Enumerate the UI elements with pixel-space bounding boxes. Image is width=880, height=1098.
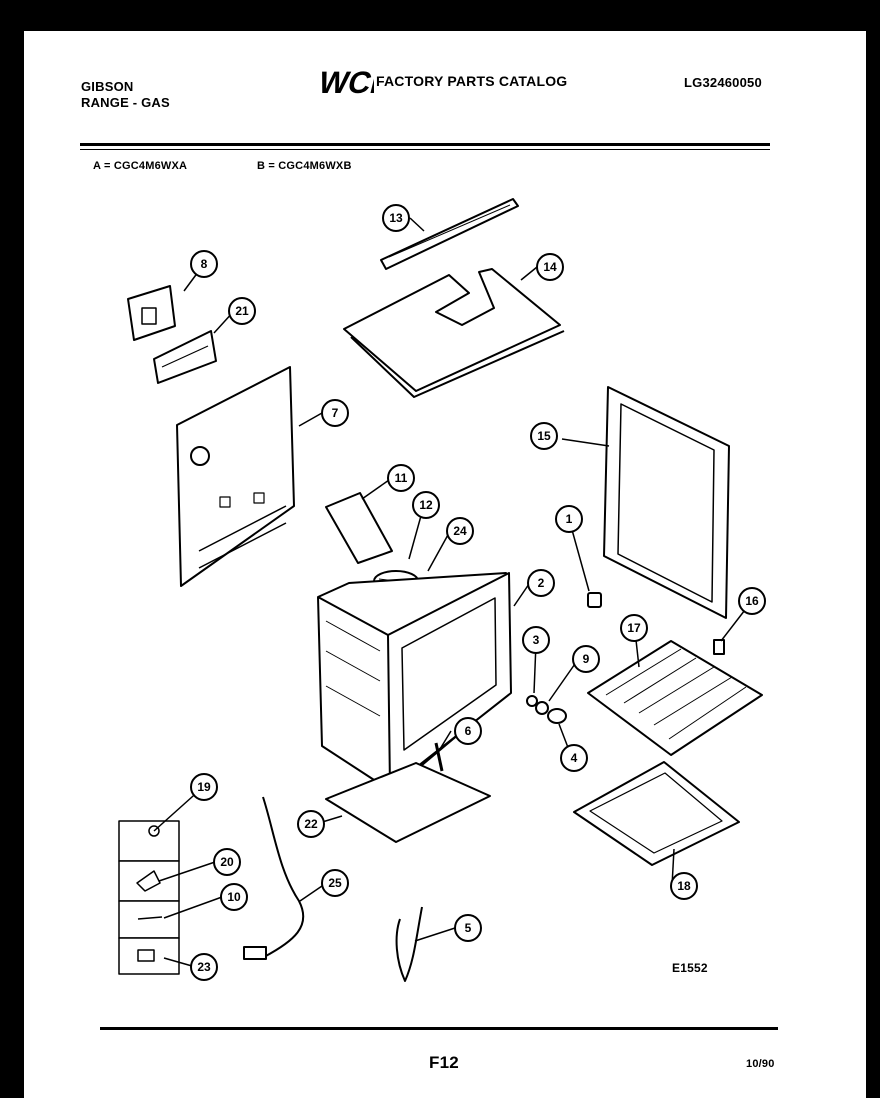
callout-2: 2 — [527, 569, 555, 597]
svg-text:10: 10 — [227, 890, 241, 904]
svg-text:20: 20 — [220, 855, 234, 869]
callout-21: 21 — [228, 297, 256, 325]
callout-4: 4 — [560, 744, 588, 772]
callout-16: 16 — [738, 587, 766, 615]
brand-block: GIBSON RANGE - GAS — [81, 79, 170, 111]
svg-text:13: 13 — [389, 211, 403, 225]
revision-date: 10/90 — [746, 1058, 775, 1070]
hardware-kit-boxes — [118, 820, 180, 975]
part-oven-rack — [587, 640, 763, 756]
callout-24: 24 — [446, 517, 474, 545]
svg-text:19: 19 — [197, 780, 211, 794]
page-number: F12 — [429, 1053, 459, 1072]
callout-12: 12 — [412, 491, 440, 519]
callout-8: 8 — [190, 250, 218, 278]
exploded-parts-diagram: 13 14 8 21 7 15 — [118, 198, 766, 982]
svg-text:17: 17 — [627, 621, 641, 635]
brand-name: GIBSON — [81, 79, 134, 94]
svg-text:24: 24 — [453, 524, 467, 538]
svg-text:23: 23 — [197, 960, 211, 974]
svg-text:16: 16 — [745, 594, 759, 608]
part-cooktop-panel — [343, 268, 565, 398]
callout-labels: 13 14 8 21 7 15 — [190, 204, 766, 981]
document-id: LG32460050 — [684, 75, 762, 90]
catalog-title: FACTORY PARTS CATALOG — [376, 73, 568, 89]
part-switch — [127, 285, 176, 341]
callout-14: 14 — [536, 253, 564, 281]
svg-text:3: 3 — [533, 633, 540, 647]
part-spacer — [434, 742, 444, 772]
drawing-id: E1552 — [672, 961, 708, 975]
svg-text:11: 11 — [395, 471, 408, 485]
footer-rule — [100, 1027, 778, 1030]
model-a-label: A = CGC4M6WXA — [93, 160, 188, 172]
callout-11: 11 — [387, 464, 415, 492]
part-oven-bottom — [325, 762, 491, 843]
callout-10: 10 — [220, 883, 248, 911]
callout-3: 3 — [522, 626, 550, 654]
part-oven-body — [317, 572, 512, 792]
wci-logo-text: WCI — [315, 65, 374, 98]
callout-20: 20 — [213, 848, 241, 876]
part-switch-bracket — [153, 330, 217, 384]
svg-text:22: 22 — [304, 817, 318, 831]
parts-catalog-sheet: GIBSON RANGE - GAS WCI FACTORY PARTS CAT… — [24, 31, 866, 1098]
svg-text:5: 5 — [465, 921, 472, 935]
callout-17: 17 — [620, 614, 648, 642]
header-rule-thin — [80, 149, 770, 150]
svg-text:4: 4 — [571, 751, 578, 765]
callout-22: 22 — [297, 810, 325, 838]
part-oven-door — [603, 386, 730, 619]
callout-1: 1 — [555, 505, 583, 533]
part-valve-assembly — [526, 695, 567, 724]
part-top-trim-bar — [380, 198, 519, 270]
part-back-panel — [176, 366, 295, 587]
svg-text:9: 9 — [583, 652, 590, 666]
callout-5: 5 — [454, 914, 482, 942]
callout-15: 15 — [530, 422, 558, 450]
svg-text:12: 12 — [419, 498, 433, 512]
callout-9: 9 — [572, 645, 600, 673]
callout-7: 7 — [321, 399, 349, 427]
callout-13: 13 — [382, 204, 410, 232]
svg-text:14: 14 — [543, 260, 557, 274]
header-rule — [80, 143, 770, 146]
callout-6: 6 — [454, 717, 482, 745]
svg-text:1: 1 — [566, 512, 573, 526]
part-broiler-pan — [573, 761, 740, 866]
callout-18: 18 — [670, 872, 698, 900]
svg-text:8: 8 — [201, 257, 208, 271]
callout-23: 23 — [190, 953, 218, 981]
wci-logo: WCI — [315, 65, 374, 98]
svg-text:18: 18 — [677, 879, 691, 893]
svg-text:2: 2 — [538, 576, 545, 590]
part-knob — [587, 592, 602, 608]
svg-text:21: 21 — [235, 304, 249, 318]
callout-19: 19 — [190, 773, 218, 801]
svg-text:6: 6 — [465, 724, 472, 738]
svg-text:15: 15 — [537, 429, 551, 443]
part-flue-deflector — [325, 492, 393, 564]
svg-text:7: 7 — [332, 406, 339, 420]
svg-text:25: 25 — [328, 876, 342, 890]
part-power-cord — [243, 796, 305, 960]
part-leveler — [713, 639, 725, 655]
product-type: RANGE - GAS — [81, 95, 170, 110]
callout-25: 25 — [321, 869, 349, 897]
model-b-label: B = CGC4M6WXB — [257, 160, 352, 172]
part-igniter — [395, 906, 423, 982]
